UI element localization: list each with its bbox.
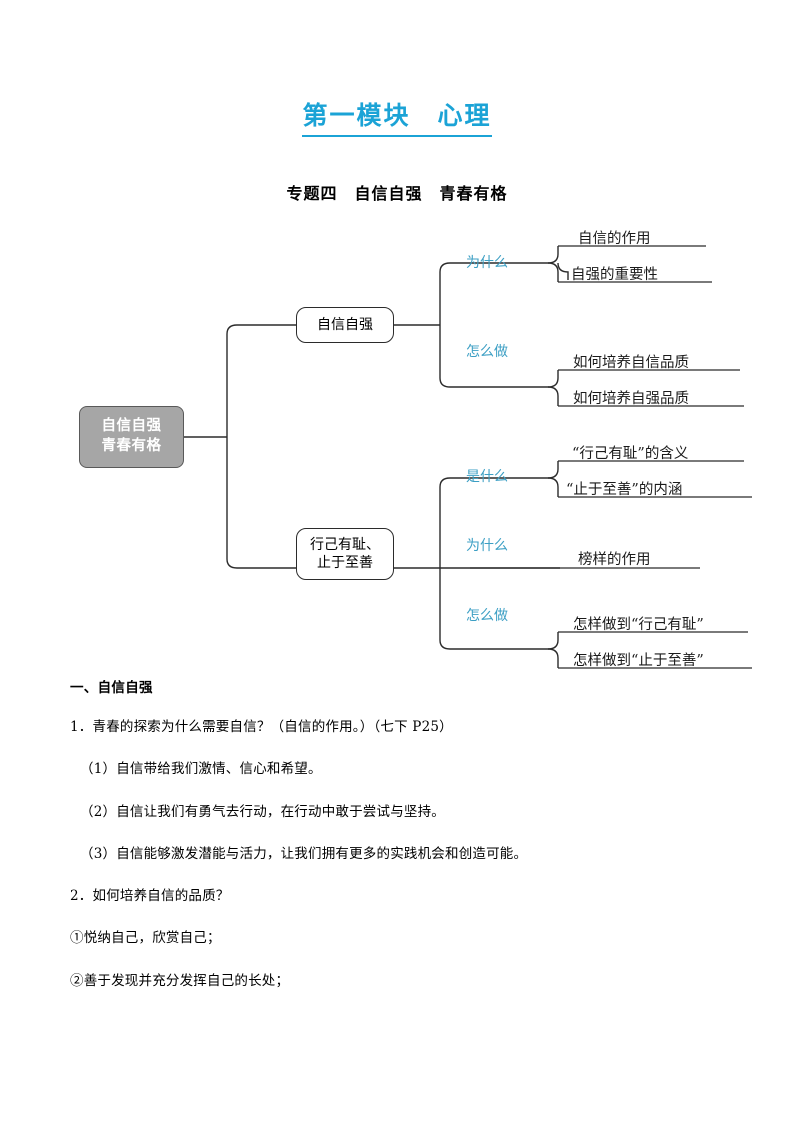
module-title-text: 第一模块 心理 xyxy=(302,96,492,137)
body-paragraph-6: ①悦纳自己，欣赏自己； xyxy=(70,930,221,947)
mindmap-branch-node-1[interactable]: 自信自强 xyxy=(296,307,394,343)
mindmap-leaf-zhiyuzhishan-neihan[interactable]: “止于至善”的内涵 xyxy=(566,482,683,498)
connector-root-to-branch1 xyxy=(226,324,296,437)
body-paragraph-5: 2．如何培养自信的品质？ xyxy=(70,888,230,904)
mindmap-branch-label-2: 行己有耻、止于至善 xyxy=(310,536,380,571)
mindmap-leaf-bangyang-zuoyong[interactable]: 榜样的作用 xyxy=(578,552,651,568)
body-paragraph-3: （2）自信让我们有勇气去行动，在行动中敢于尝试与坚持。 xyxy=(80,803,445,820)
mindmap-diagram: 自信自强青春有格 自信自强 行己有耻、止于至善 为什么 怎么做 是什么 为什么 … xyxy=(0,210,794,670)
mindmap-root-label: 自信自强青春有格 xyxy=(101,418,162,454)
mindmap-leaf-ziqiang-zhongyaoxing[interactable]: 自强的重要性 xyxy=(571,267,658,283)
module-title: 第一模块 心理 xyxy=(0,96,794,137)
body-section: 一、自信自强 1．青春的探索为什么需要自信？（自信的作用。）（七下 P25） （… xyxy=(70,676,730,1013)
mindmap-root-node[interactable]: 自信自强青春有格 xyxy=(79,406,184,468)
mindmap-leaf-zuodao-xingjiyouchi[interactable]: 怎样做到“行己有耻” xyxy=(573,617,704,633)
mindmap-leaf-peiyang-ziqiang[interactable]: 如何培养自强品质 xyxy=(573,391,689,407)
mindmap-connectors xyxy=(184,245,752,669)
mindmap-group-label-weishenme-2: 为什么 xyxy=(466,538,508,554)
connector-branch2-q3 xyxy=(439,568,470,650)
mindmap-branch-label-1: 自信自强 xyxy=(317,316,373,333)
mindmap-group-label-zenmezuo-1: 怎么做 xyxy=(466,344,508,360)
mindmap-group-label-zenmezuo-2: 怎么做 xyxy=(466,608,508,624)
connector-g2-leaf1 xyxy=(470,370,559,388)
body-paragraph-2: （1）自信带给我们激情、信心和希望。 xyxy=(80,761,322,778)
mindmap-branch-node-2[interactable]: 行己有耻、止于至善 xyxy=(296,528,394,580)
mindmap-group-label-weishenme-1: 为什么 xyxy=(466,255,508,271)
connector-g5-leaf2 xyxy=(547,648,559,668)
mindmap-leaf-peiyang-zixin[interactable]: 如何培养自信品质 xyxy=(573,355,689,371)
connector-g5-leaf1 xyxy=(470,632,559,650)
mindmap-leaf-xingjiyouchi-hanyi[interactable]: “行己有耻”的含义 xyxy=(572,446,689,462)
body-paragraph-1: 1．青春的探索为什么需要自信？（自信的作用。）（七下 P25） xyxy=(70,719,453,735)
section-heading: 一、自信自强 xyxy=(70,680,153,696)
connector-g1-leaf2-joint xyxy=(557,262,569,280)
body-paragraph-7: ②善于发现并充分发挥自己的长处； xyxy=(70,972,290,989)
connector-g3-leaf2 xyxy=(547,477,559,497)
mindmap-group-label-shishenme: 是什么 xyxy=(466,469,508,485)
body-paragraph-4: （3）自信能够激发潜能与活力，让我们拥有更多的实践机会和创造可能。 xyxy=(80,845,528,862)
connector-g2-leaf2 xyxy=(547,386,559,406)
connector-g1-leaf2 xyxy=(547,262,559,282)
connector-root-to-branch2 xyxy=(226,437,296,569)
connector-branch1-q2 xyxy=(439,325,470,388)
connector-branch1-q1 xyxy=(439,262,470,325)
mindmap-leaf-zixin-zuoyong[interactable]: 自信的作用 xyxy=(578,231,651,247)
topic-title: 专题四 自信自强 青春有格 xyxy=(286,184,508,203)
connector-branch2-q1 xyxy=(439,477,470,568)
mindmap-leaf-zuodao-zhiyuzhishan[interactable]: 怎样做到“止于至善” xyxy=(573,653,704,669)
